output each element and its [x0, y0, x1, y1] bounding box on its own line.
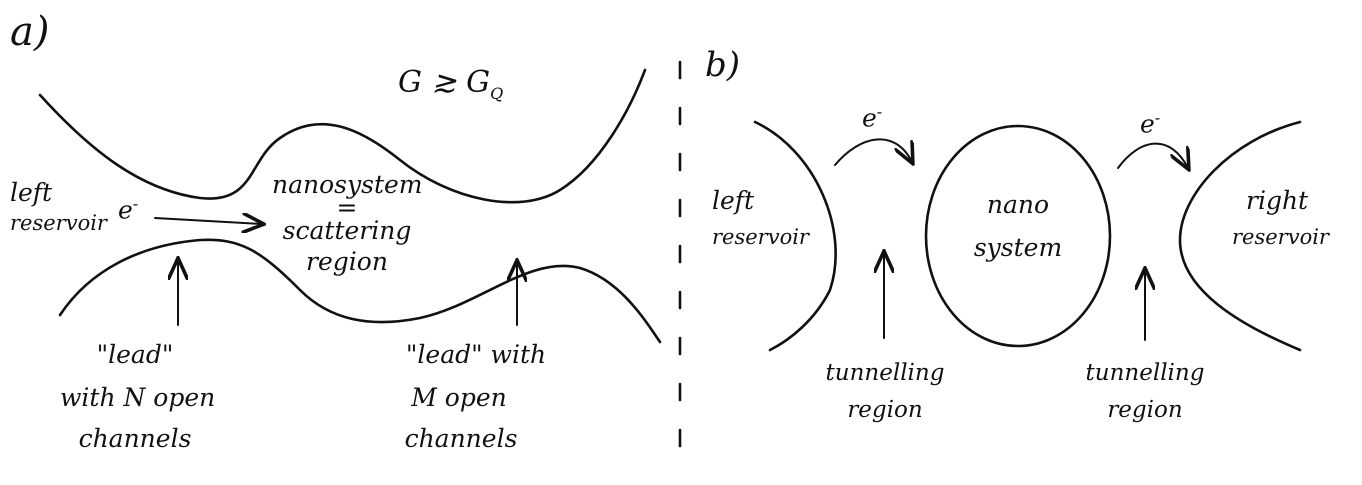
nano-system-label: nano system [958, 192, 1078, 260]
tunnelling-left-line-1: tunnelling [825, 360, 945, 386]
left-reservoir-b-line-1: left [712, 186, 755, 215]
panel-b-label: b) [705, 45, 741, 85]
panel-a-label: a) [10, 9, 50, 55]
electron-charge: - [132, 194, 139, 213]
conductance-text: G ≳ G [398, 65, 491, 100]
left-reservoir-label-a: left reservoir [10, 180, 107, 234]
nanosystem-label: nanosystem = scattering region [272, 170, 423, 276]
lead-right-label: "lead" with M open channels [376, 342, 576, 451]
nano-system-line-2: system [973, 233, 1063, 262]
nano-system-boundary [924, 124, 1112, 348]
nanosystem-line-4: region [306, 247, 388, 276]
lead-right-line-1: "lead" with [405, 340, 547, 369]
conductance-label: G ≳ GQ [398, 68, 503, 102]
lower-constriction-wall [58, 238, 662, 344]
electron-right-charge: - [1154, 108, 1161, 127]
left-reservoir-b-line-2: reservoir [712, 225, 809, 249]
tunnelling-left-label: tunnelling region [820, 362, 950, 422]
hop-arrow-right [1117, 142, 1188, 168]
right-reservoir-label: right reservoir [1232, 188, 1329, 248]
nano-system-line-1: nano [986, 190, 1050, 219]
tunnelling-right-label: tunnelling region [1080, 362, 1210, 422]
left-reservoir-boundary [753, 120, 837, 352]
right-reservoir-line-1: right [1246, 186, 1309, 215]
left-reservoir-line-1: left [10, 178, 53, 207]
lead-right-line-2: M open [411, 383, 507, 412]
electron-arrow-a [154, 218, 262, 224]
electron-symbol: e [118, 195, 133, 225]
lead-left-line-2: with N open [60, 383, 216, 412]
nanosystem-equals: = [336, 193, 358, 222]
conductance-subscript: Q [490, 84, 504, 103]
left-reservoir-label-b: left reservoir [712, 188, 809, 248]
right-reservoir-line-2: reservoir [1232, 225, 1329, 249]
electron-right-symbol: e [1140, 109, 1155, 139]
lead-left-label: "lead" with N open channels [60, 340, 216, 453]
electron-label-a: e- [118, 194, 139, 225]
upper-constriction-wall [38, 68, 647, 204]
electron-label-b-right: e- [1140, 108, 1161, 139]
lead-right-line-3: channels [404, 424, 518, 453]
nanosystem-line-3: scattering [282, 216, 412, 245]
tunnelling-right-line-2: region [1107, 397, 1183, 423]
tunnelling-left-line-2: region [847, 397, 923, 423]
electron-left-charge: - [876, 102, 883, 121]
electron-label-b-left: e- [862, 102, 883, 133]
nanosystem-line-1: nanosystem [272, 170, 423, 199]
left-reservoir-line-2: reservoir [10, 211, 107, 235]
right-reservoir-boundary [1178, 120, 1302, 352]
lead-left-line-1: "lead" [96, 340, 174, 369]
hop-arrow-left [834, 138, 912, 165]
lead-left-line-3: channels [78, 424, 192, 453]
electron-left-symbol: e [862, 103, 877, 133]
tunnelling-right-line-1: tunnelling [1085, 360, 1205, 386]
